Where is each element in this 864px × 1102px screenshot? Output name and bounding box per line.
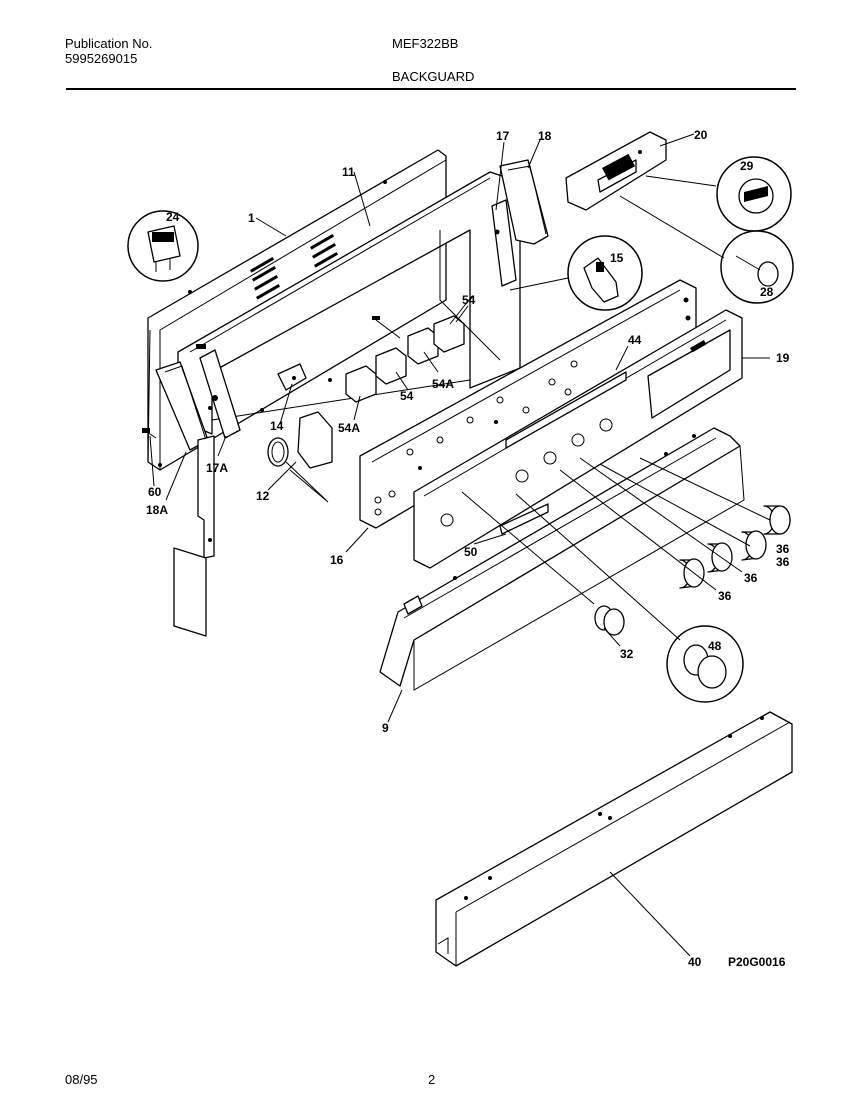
part-label-18a: 18A: [146, 503, 168, 517]
detail-29: [716, 156, 792, 232]
part-label-36-c: 36: [744, 571, 758, 585]
part-label-17a: 17A: [206, 461, 228, 475]
detail-15: [567, 235, 643, 311]
header-rule: [66, 88, 796, 90]
trim-17: [491, 199, 517, 287]
part-label-28: 28: [760, 285, 774, 299]
part-label-18: 18: [538, 129, 552, 143]
footer-date: 08/95: [65, 1072, 98, 1087]
lower-panel-9: [379, 427, 745, 691]
part-label-17: 17: [496, 129, 510, 143]
page-number: 2: [428, 1072, 436, 1087]
part-label-14: 14: [270, 419, 284, 433]
overlay-panel-19: [413, 309, 743, 569]
part-label-36-a: 36: [776, 542, 790, 556]
part-label-19: 19: [776, 351, 790, 365]
clock-bezel-20: [565, 131, 667, 211]
trim-17a: [197, 435, 215, 559]
terminal-blocks: [345, 315, 465, 403]
part-label-15: 15: [610, 251, 624, 265]
knob-32: [594, 605, 625, 636]
part-label-9: 9: [382, 721, 389, 735]
thermostat-12: [267, 411, 333, 503]
part-label-20: 20: [694, 128, 708, 142]
switch-14: [277, 363, 307, 391]
part-label-36-d: 36: [718, 589, 732, 603]
part-label-11: 11: [342, 165, 355, 179]
detail-48: [666, 625, 744, 703]
part-label-16: 16: [330, 553, 344, 567]
part-label-1: 1: [248, 211, 255, 225]
publication-number: 5995269015: [65, 51, 138, 66]
bottom-trim-40: [435, 711, 793, 967]
part-label-48: 48: [708, 639, 722, 653]
knobs-36: [679, 505, 791, 589]
part-label-36-b: 36: [776, 555, 790, 569]
trim-44: [505, 371, 627, 449]
model-number: MEF322BB: [392, 36, 459, 51]
part-labels: 1 9 11 12 14 15 16 17 17A 18 18A 19 20 2…: [146, 128, 790, 969]
part-label-54a-a: 54A: [432, 377, 454, 391]
part-label-60: 60: [148, 485, 162, 499]
section-title: BACKGUARD: [392, 69, 475, 84]
part-label-24: 24: [166, 210, 180, 224]
part-label-50: 50: [464, 545, 478, 559]
part-label-54-a: 54: [462, 293, 476, 307]
detail-24: [127, 210, 199, 282]
leader-lines: [149, 133, 771, 957]
publication-label: Publication No.: [65, 36, 153, 51]
lower-trim: [173, 547, 207, 637]
part-label-54-b: 54: [400, 389, 414, 403]
part-label-29: 29: [740, 159, 754, 173]
part-label-44: 44: [628, 333, 642, 347]
part-label-54a-b: 54A: [338, 421, 360, 435]
diagram-code: P20G0016: [728, 955, 786, 969]
detail-28: [720, 230, 794, 304]
part-label-40: 40: [688, 955, 702, 969]
end-cap-18: [499, 159, 549, 245]
part-label-32: 32: [620, 647, 634, 661]
part-label-12: 12: [256, 489, 270, 503]
screw-60: [142, 428, 157, 439]
